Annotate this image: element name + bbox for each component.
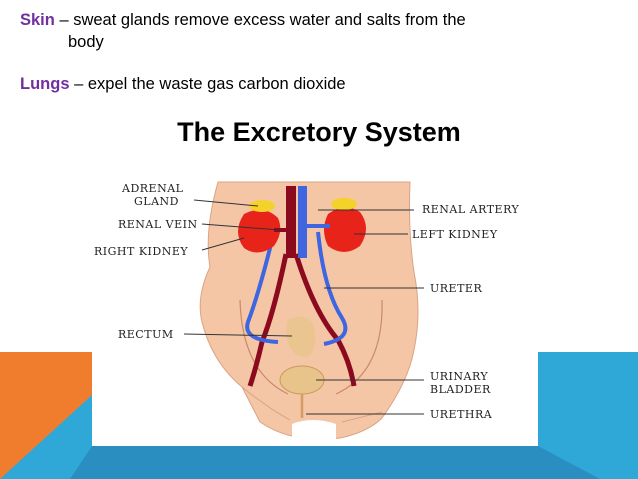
bullet-separator: – xyxy=(69,75,88,93)
pointer-right-kidney xyxy=(201,237,245,251)
blue-shape-right xyxy=(538,352,638,479)
label-adrenal-gland-line2: GLAND xyxy=(134,195,179,208)
leg-gap xyxy=(292,420,336,446)
label-left-kidney: LEFT KIDNEY xyxy=(412,228,498,241)
thigh-line-right xyxy=(341,411,383,423)
label-urinary-bladder-line1: URINARY xyxy=(430,370,489,383)
label-right-kidney: RIGHT KIDNEY xyxy=(94,245,189,258)
left-kidney xyxy=(324,207,366,252)
bullet-term: Skin xyxy=(20,11,55,29)
slide-title: The Excretory System xyxy=(177,117,461,147)
bullet-continuation: body xyxy=(68,33,104,51)
pointer-adrenal xyxy=(193,199,259,207)
adrenal-gland-right xyxy=(249,200,275,212)
bullet-separator: – xyxy=(54,11,74,29)
ureter-left xyxy=(245,231,279,344)
rectum xyxy=(286,316,316,357)
ureter-right xyxy=(316,231,348,346)
label-renal-artery: RENAL ARTERY xyxy=(422,203,520,216)
pointer-lines xyxy=(183,199,424,415)
torso-outline xyxy=(199,181,419,440)
label-renal-vein: RENAL VEIN xyxy=(118,218,198,231)
label-adrenal-gland-line1: ADRENAL xyxy=(122,182,184,195)
pelvis-outline xyxy=(239,299,383,395)
label-urinary-bladder-line2: BLADDER xyxy=(430,383,491,396)
anatomy-illustration xyxy=(183,181,424,446)
thigh-line-left xyxy=(241,386,291,421)
adrenal-gland-left xyxy=(331,198,357,210)
right-kidney xyxy=(238,209,281,253)
excretory-diagram: ADRENAL GLAND RENAL VEIN RIGHT KIDNEY RE… xyxy=(92,172,538,446)
pointer-renal-vein xyxy=(201,223,281,231)
bullet-text: sweat glands remove excess water and sal… xyxy=(73,11,466,29)
bullet-term: Lungs xyxy=(20,75,70,93)
pointer-rectum xyxy=(183,333,293,337)
label-urethra: URETHRA xyxy=(430,408,493,421)
iliac-vein-left xyxy=(247,253,289,387)
label-ureter: URETER xyxy=(430,282,483,295)
decorative-corner-left xyxy=(0,352,638,479)
blue-shape-left xyxy=(0,395,92,479)
bullet-skin: Skin – sweat glands remove excess water … xyxy=(20,9,466,53)
bullet-lungs: Lungs – expel the waste gas carbon dioxi… xyxy=(20,73,346,95)
vena-cava xyxy=(286,186,296,258)
label-rectum: RECTUM xyxy=(118,328,174,341)
aorta xyxy=(298,186,307,258)
bullet-text: expel the waste gas carbon dioxide xyxy=(87,75,346,93)
blue-shape-bottom xyxy=(70,446,600,479)
